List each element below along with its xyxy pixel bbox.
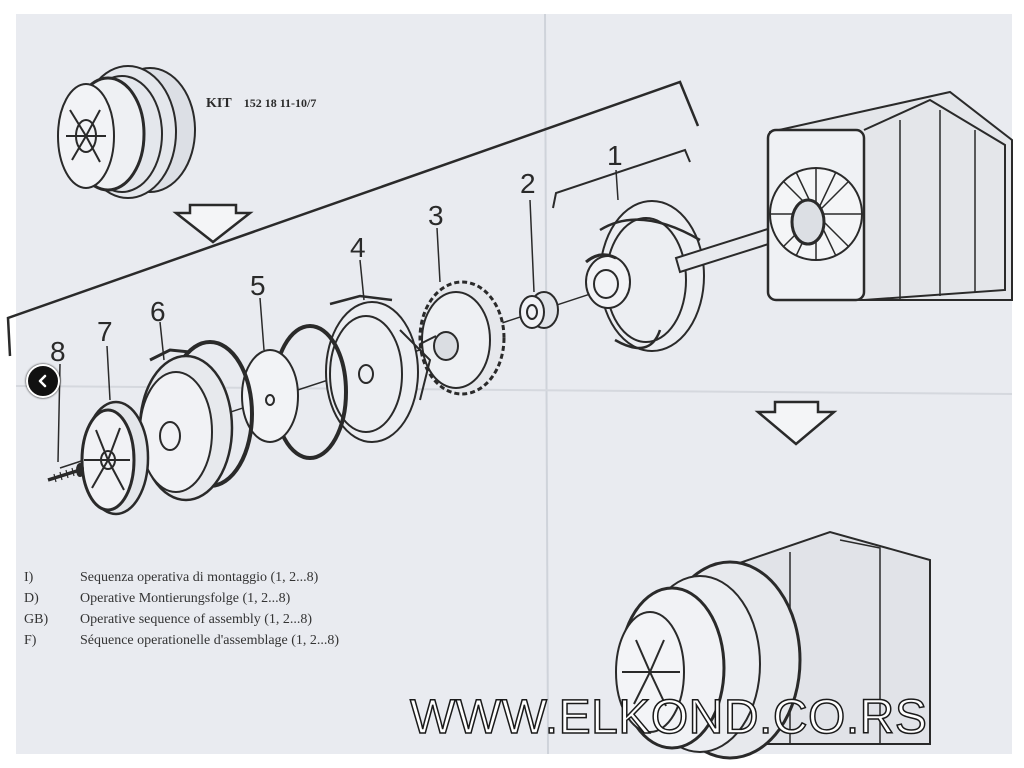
part-number-5: 5: [250, 270, 266, 301]
part-1-bracket: [552, 148, 691, 209]
part-number-7: 7: [97, 316, 113, 347]
part-number-6: 6: [150, 296, 166, 327]
chevron-left-icon: [38, 374, 47, 388]
part-7-impeller: [80, 400, 150, 516]
legend-text: Séquence operationelle d'assemblage (1, …: [80, 633, 340, 648]
part-number-2: 2: [520, 168, 536, 199]
part-1-fan-holder: [585, 200, 705, 352]
legend-lang: F): [24, 633, 37, 648]
legend-text: Operative sequence of assembly (1, 2...8…: [80, 612, 313, 627]
kit-prefix: KIT: [206, 96, 232, 111]
part-number-1: 1: [607, 140, 623, 171]
part-number-4: 4: [350, 232, 366, 263]
legend-row: I) Sequenza operativa di montaggio (1, 2…: [24, 570, 339, 591]
part-6-drum: [138, 348, 234, 502]
watermark-url: WWW.ELKOND.CO.RS: [409, 691, 928, 744]
part-2-bushing: [519, 291, 559, 329]
part-number-3: 3: [428, 200, 444, 231]
kit-bracket: [6, 80, 700, 357]
assembly-legend: I) Sequenza operativa di montaggio (1, 2…: [24, 570, 339, 654]
kit-code: 152 18 11-10/7: [243, 96, 317, 110]
previous-image-button[interactable]: [26, 364, 60, 398]
part-4-bracket-plate: [325, 294, 432, 443]
legend-row: F) Séquence operationelle d'assemblage (…: [24, 633, 339, 654]
arrow-down-icon: [172, 203, 254, 244]
kit-label: KIT 152 18 11-10/7: [206, 96, 316, 112]
kit-thumbnail: [57, 65, 196, 199]
part-5-disc: [241, 349, 299, 443]
legend-row: GB) Operative sequence of assembly (1, 2…: [24, 612, 339, 633]
part-number-8: 8: [50, 336, 66, 367]
legend-text: Sequenza operativa di montaggio (1, 2...…: [80, 570, 319, 585]
legend-text: Operative Montierungsfolge (1, 2...8): [80, 591, 291, 606]
legend-lang: D): [24, 591, 39, 606]
part-3-pulley: [418, 280, 506, 396]
legend-lang: I): [24, 570, 34, 585]
legend-row: D) Operative Montierungsfolge (1, 2...8): [24, 591, 339, 612]
part-8-screw: [47, 463, 84, 483]
legend-lang: GB): [24, 612, 49, 627]
motor-block: [766, 90, 1013, 302]
arrow-down-icon: [754, 400, 838, 446]
assembled-unit: [615, 530, 931, 760]
